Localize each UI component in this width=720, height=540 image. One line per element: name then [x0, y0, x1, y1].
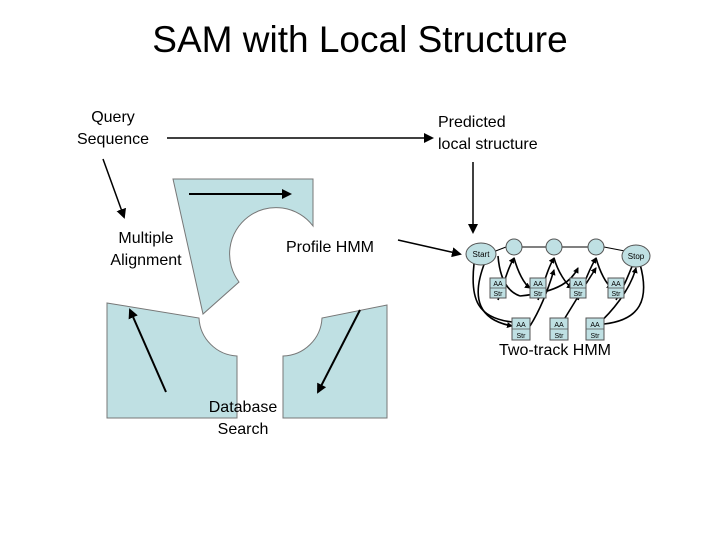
- hmm-aa-label: AA: [611, 281, 621, 288]
- hmm-str-label: Str: [494, 291, 504, 298]
- predicted-line1: Predicted: [438, 114, 506, 131]
- hmm-aa-label: AA: [554, 322, 564, 329]
- query-sequence-line2: Sequence: [76, 131, 150, 148]
- hmm-aa-label: AA: [516, 322, 526, 329]
- hmm-str-label: Str: [574, 291, 584, 298]
- arrow-query-to-alignment: [102, 158, 126, 219]
- slide-title: SAM with Local Structure: [152, 19, 568, 60]
- sector-right: [282, 304, 388, 419]
- hmm-stop-label: Stop: [628, 252, 645, 261]
- two-track-hmm-label: Two-track HMM: [499, 342, 611, 359]
- hmm-state-box: [569, 277, 587, 299]
- query-sequence-line1: Query: [91, 109, 135, 126]
- predicted-structure-label: Predicted local structure: [438, 112, 538, 156]
- hmm-state-box: [511, 317, 531, 341]
- hmm-str-label: Str: [534, 291, 544, 298]
- hmm-delete-node: [505, 238, 523, 256]
- hmm-str-label: Str: [517, 333, 527, 340]
- hmm-state-box: [489, 277, 507, 299]
- predicted-line2: local structure: [438, 136, 538, 153]
- database-search-label: Database Search: [198, 397, 288, 441]
- hmm-aa-label: AA: [533, 281, 543, 288]
- hmm-str-label: Str: [612, 291, 622, 298]
- hmm-state-box: [607, 277, 625, 299]
- hmm-state-box: [529, 277, 547, 299]
- arrow-left-sector: [128, 308, 167, 393]
- hmm-stop-node: [621, 244, 651, 268]
- multiple-alignment-label: Multiple Alignment: [100, 228, 192, 272]
- hmm-str-label: Str: [591, 333, 601, 340]
- hmm-start-label: Start: [473, 250, 491, 259]
- database-search-line1: Database: [208, 399, 278, 416]
- arrow-right-sector: [317, 309, 361, 394]
- two-track-hmm-diagram: Start Stop AA Str AA Str AA Str AA Str A…: [465, 238, 651, 341]
- hmm-aa-label: AA: [590, 322, 600, 329]
- hmm-delete-node: [587, 238, 605, 256]
- arrow-profile-to-hmm: [397, 239, 462, 258]
- profile-hmm-label: Profile HMM: [286, 239, 375, 256]
- sector-top: [172, 178, 314, 315]
- hmm-state-box: [549, 317, 569, 341]
- multiple-alignment-line1: Multiple: [118, 230, 174, 247]
- hmm-str-label: Str: [555, 333, 565, 340]
- multiple-alignment-line2: Alignment: [110, 252, 182, 269]
- hmm-start-node: [465, 242, 497, 266]
- hmm-aa-label: AA: [573, 281, 583, 288]
- hmm-aa-label: AA: [493, 281, 503, 288]
- hmm-state-box: [585, 317, 605, 341]
- hmm-delete-node: [545, 238, 563, 256]
- database-search-line2: Search: [217, 421, 269, 438]
- query-sequence-label: Query Sequence: [70, 107, 156, 151]
